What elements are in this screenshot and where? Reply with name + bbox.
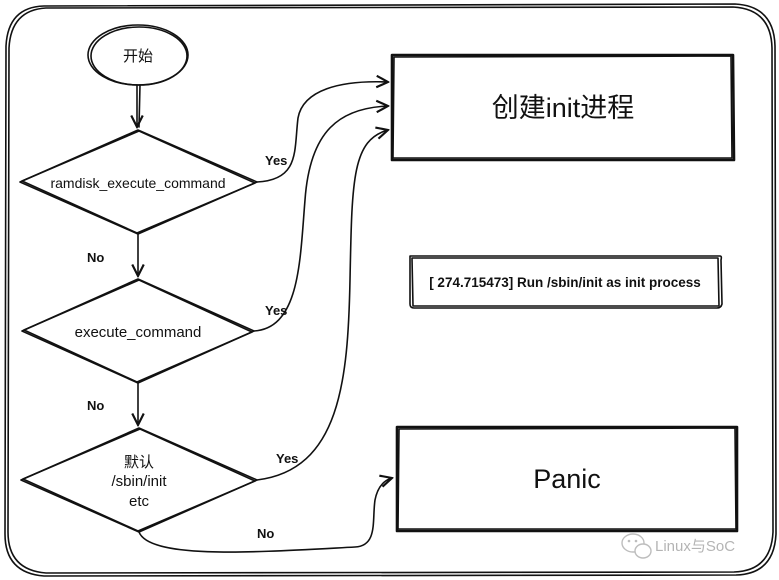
watermark: Linux与SoC bbox=[621, 533, 735, 559]
start-node: 开始 bbox=[87, 24, 189, 86]
decision-default: 默认 /sbin/init etc bbox=[20, 427, 258, 533]
log-line-text: [ 274.715473] Run /sbin/init as init pro… bbox=[429, 275, 701, 290]
decision-default-line3: etc bbox=[129, 493, 150, 510]
edge-decision3-no bbox=[138, 478, 392, 553]
label-yes-1: Yes bbox=[265, 153, 287, 168]
edge-decision2-yes bbox=[253, 106, 388, 332]
decision-execute: execute_command bbox=[21, 278, 255, 384]
start-label: 开始 bbox=[123, 48, 153, 65]
decision-ramdisk-label: ramdisk_execute_command bbox=[50, 175, 225, 191]
decision-default-line2: /sbin/init bbox=[111, 473, 167, 490]
edge-start-to-decision1 bbox=[137, 84, 140, 127]
outer-frame bbox=[4, 3, 777, 577]
panic-box: Panic bbox=[395, 425, 739, 533]
watermark-text: Linux与SoC bbox=[655, 538, 735, 555]
decision-execute-label: execute_command bbox=[75, 324, 202, 341]
label-yes-2: Yes bbox=[265, 303, 287, 318]
create-init-label: 创建init进程 bbox=[492, 93, 635, 123]
create-init-box: 创建init进程 bbox=[390, 53, 736, 162]
label-yes-3: Yes bbox=[276, 451, 298, 466]
log-box: [ 274.715473] Run /sbin/init as init pro… bbox=[409, 255, 723, 309]
edge-decision3-yes bbox=[256, 130, 388, 481]
label-no-1: No bbox=[87, 250, 104, 265]
wechat-icon bbox=[621, 533, 652, 559]
label-no-3: No bbox=[257, 526, 274, 541]
panic-label: Panic bbox=[533, 464, 601, 494]
edge-decision1-yes bbox=[256, 82, 388, 183]
decision-ramdisk: ramdisk_execute_command bbox=[19, 129, 258, 235]
label-no-2: No bbox=[87, 398, 104, 413]
decision-default-line1: 默认 bbox=[124, 454, 154, 471]
